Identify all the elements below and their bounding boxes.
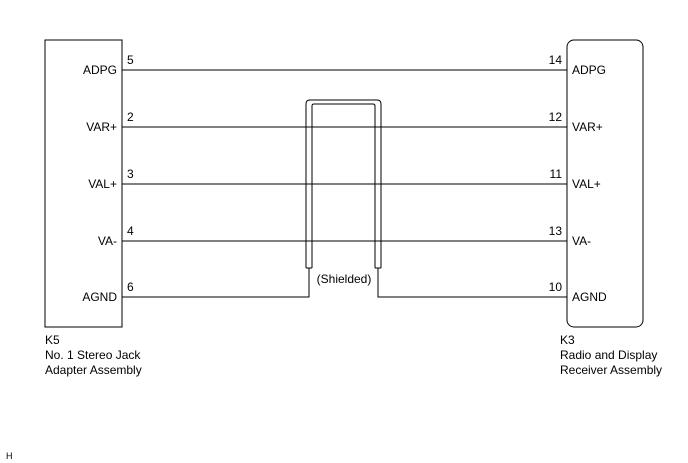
component-k5-box bbox=[44, 39, 123, 328]
shield-symbol bbox=[305, 99, 382, 269]
right-pin-number: 10 bbox=[549, 280, 563, 294]
footer-mark: H bbox=[6, 451, 13, 461]
right-terminal-label: ADPG bbox=[572, 63, 606, 77]
right-component-name-line1: Radio and Display bbox=[560, 348, 657, 362]
left-terminal-label: VAL+ bbox=[88, 177, 117, 191]
right-pin-number: 13 bbox=[549, 224, 563, 238]
left-pin-number: 6 bbox=[127, 280, 134, 294]
left-pin-number: 2 bbox=[127, 110, 134, 124]
left-component-name-line1: No. 1 Stereo Jack bbox=[45, 348, 141, 362]
right-component-name-line2: Receiver Assembly bbox=[560, 363, 662, 377]
left-terminal-label: VA- bbox=[98, 234, 117, 248]
left-terminal-label: AGND bbox=[82, 290, 117, 304]
left-pin-number: 3 bbox=[127, 167, 134, 181]
right-component-code: K3 bbox=[560, 333, 575, 347]
right-terminal-label: AGND bbox=[572, 290, 607, 304]
right-pin-number: 12 bbox=[549, 110, 563, 124]
wire-agnd-right bbox=[377, 268, 567, 298]
left-terminal-label: ADPG bbox=[83, 63, 117, 77]
right-terminal-label: VAR+ bbox=[572, 120, 603, 134]
right-terminal-label: VAL+ bbox=[572, 177, 601, 191]
right-pin-number: 14 bbox=[549, 53, 563, 67]
right-pin-number: 11 bbox=[550, 167, 563, 181]
left-terminal-label: VAR+ bbox=[86, 120, 117, 134]
left-pin-number: 4 bbox=[127, 224, 134, 238]
left-component-name-line2: Adapter Assembly bbox=[45, 363, 142, 377]
left-pin-number: 5 bbox=[127, 53, 134, 67]
right-terminal-label: VA- bbox=[572, 234, 591, 248]
shield-label: (Shielded) bbox=[317, 272, 372, 286]
left-component-code: K5 bbox=[45, 333, 60, 347]
wire-agnd-left bbox=[122, 268, 310, 298]
